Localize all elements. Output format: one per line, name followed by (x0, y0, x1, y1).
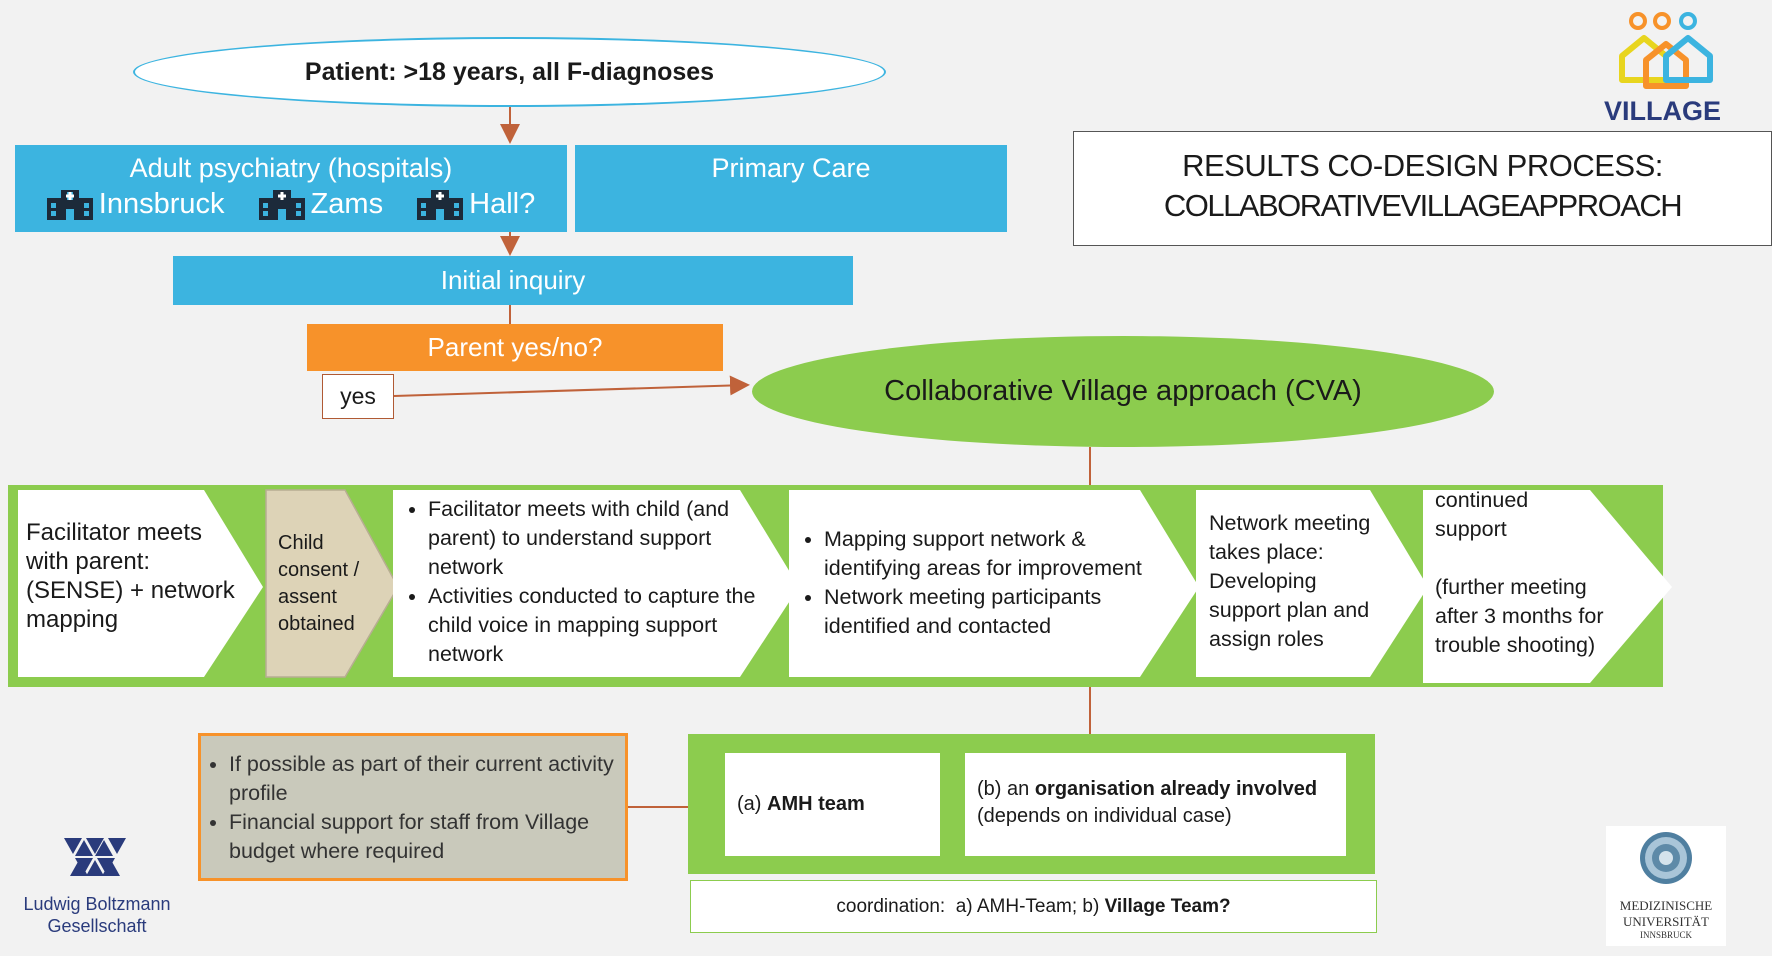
step6-chevron (1423, 490, 1672, 683)
mui-seal-icon (1640, 832, 1692, 884)
step3-item: Facilitator meets with child (and parent… (428, 495, 782, 582)
hospital-zams: Zams (258, 188, 384, 221)
village-houses-icon (1619, 12, 1713, 89)
step1-chevron (18, 490, 263, 677)
option-b-suffix: (depends on individual case) (977, 805, 1232, 827)
step4-list: Mapping support network & identifying ar… (798, 525, 1178, 641)
option-b-prefix: (b) an (977, 778, 1035, 800)
cva-label: Collaborative Village approach (CVA) (884, 375, 1362, 407)
lbg-logo-line2: Gesellschaft (47, 916, 147, 936)
mui-logo: MEDIZINISCHE UNIVERSITÄT INNSBRUCK (1606, 826, 1726, 946)
step2-chevron (265, 489, 399, 678)
hospital-name: Zams (310, 188, 384, 220)
funding-box: If possible as part of their current act… (198, 733, 628, 881)
option-a-bold: AMH team (767, 793, 865, 815)
village-logo: VILLAGE (1600, 8, 1725, 128)
adult-psychiatry-box: Adult psychiatry (hospitals) Innsbruck Z… (15, 145, 567, 232)
step5-text: Network meeting takes place: Developing … (1209, 511, 1371, 651)
parent-question-label: Parent yes/no? (427, 332, 603, 362)
step4-chevron (789, 490, 1199, 677)
hospital-icon (46, 189, 93, 220)
step4-item: Mapping support network & identifying ar… (824, 525, 1178, 583)
mui-logo-line3: INNSBRUCK (1639, 930, 1692, 940)
lbg-logo-line1: Ludwig Boltzmann (23, 894, 171, 914)
option-a-box: (a) AMH team (725, 753, 940, 856)
arrow-yes-to-cva (393, 375, 750, 397)
step3-list: Facilitator meets with child (and parent… (402, 495, 782, 669)
hospital-icon (258, 189, 305, 220)
mui-logo-line1: MEDIZINISCHE (1619, 898, 1713, 913)
step6-text-a: continued support (1435, 488, 1529, 541)
coordination-box: coordination: a) AMH-Team; b) Village Te… (690, 880, 1377, 933)
results-title-line1: RESULTS CO-DESIGN PROCESS: (1182, 148, 1663, 183)
yes-box: yes (322, 374, 394, 419)
lbg-triangles-icon (64, 838, 126, 876)
primary-care-box: Primary Care (575, 145, 1007, 232)
hospital-innsbruck: Innsbruck (46, 188, 225, 221)
patient-label: Patient: >18 years, all F-diagnoses (304, 57, 715, 86)
step1-text: Facilitator meets with parent: (SENSE) +… (26, 519, 235, 633)
hospital-hall: Hall? (417, 188, 535, 221)
option-b-bold: organisation already involved (1034, 778, 1318, 800)
step6-text-b: (further meeting after 3 months for trou… (1435, 575, 1604, 657)
step3-chevron (393, 490, 799, 677)
step5-chevron (1196, 490, 1428, 677)
funding-item: If possible as part of their current act… (229, 750, 615, 808)
village-logo-text: VILLAGE (1603, 96, 1721, 126)
primary-care-label: Primary Care (711, 153, 871, 183)
mui-logo-line2: UNIVERSITÄT (1623, 914, 1709, 929)
yes-label: yes (340, 383, 376, 409)
hospital-name: Innsbruck (98, 188, 225, 220)
option-a-prefix: (a) (737, 793, 767, 815)
patient-node: Patient: >18 years, all F-diagnoses (133, 37, 886, 107)
funding-item: Financial support for staff from Village… (229, 808, 615, 866)
hospital-sites: Innsbruck Zams Hall? (15, 188, 567, 228)
step3-item: Activities conducted to capture the chil… (428, 582, 782, 669)
results-title-box: RESULTS CO-DESIGN PROCESS: COLLABORATIVE… (1073, 131, 1772, 246)
initial-inquiry-label: Initial inquiry (440, 265, 586, 295)
hospital-name: Hall? (469, 188, 536, 220)
step4-item: Network meeting participants identified … (824, 583, 1178, 641)
cva-node: Collaborative Village approach (CVA) (752, 336, 1494, 447)
option-b-box: (b) an organisation already involved (de… (965, 753, 1346, 856)
lbg-logo: Ludwig Boltzmann Gesellschaft (12, 832, 182, 942)
initial-inquiry-box: Initial inquiry (173, 256, 853, 305)
coordination-prefix: coordination: a) AMH-Team; b) (836, 895, 1105, 917)
step2-text: Child consent / assent obtained (278, 532, 360, 635)
hospital-icon (417, 189, 464, 220)
results-title-line2: COLLABORATIVEVILLAGEAPPROACH (1163, 188, 1683, 223)
parent-question-box: Parent yes/no? (307, 324, 723, 371)
coordination-bold: Village Team? (1104, 895, 1231, 917)
adult-psychiatry-title: Adult psychiatry (hospitals) (129, 153, 453, 183)
